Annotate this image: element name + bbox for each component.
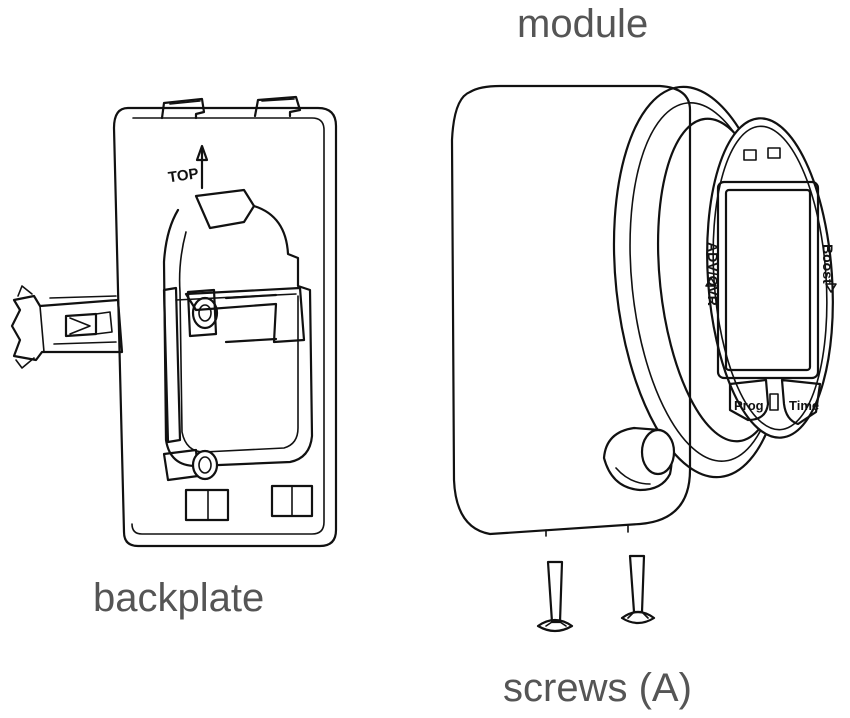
ovr-label: OVR xyxy=(705,275,721,305)
time-label: Time xyxy=(789,398,819,413)
top-mark: TOP xyxy=(167,165,200,186)
adv-label: ADV xyxy=(705,242,721,272)
prog-label: Prog xyxy=(734,398,764,413)
boost-label: Boost xyxy=(820,244,836,284)
module-label: module xyxy=(517,2,649,46)
screws-drawing xyxy=(536,554,656,633)
backplate-drawing: TOP xyxy=(10,95,338,548)
adv-ovr-label: ADV/OVR xyxy=(705,242,721,306)
backplate-label: backplate xyxy=(93,576,265,620)
module-drawing: ADV/OVR Boost Prog Time xyxy=(450,84,837,537)
screws-label: screws (A) xyxy=(503,666,692,710)
